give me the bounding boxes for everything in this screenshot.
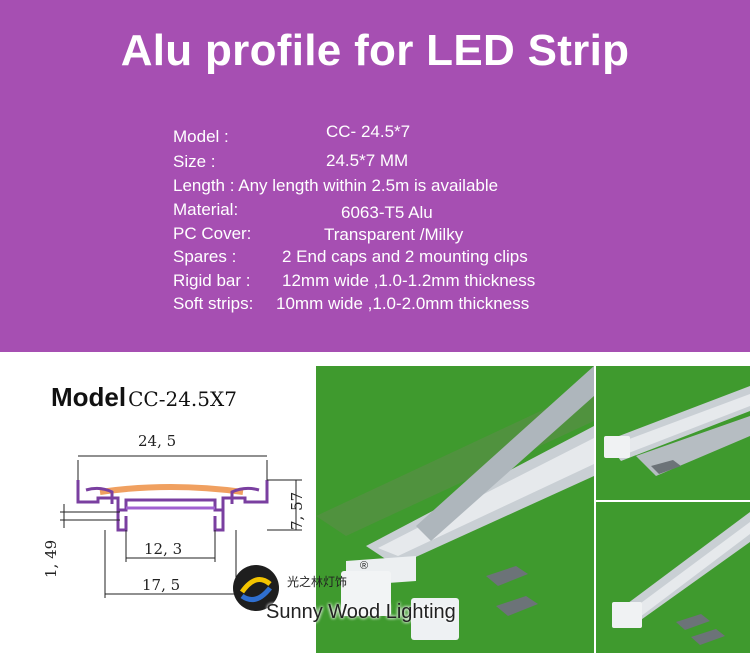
dim-left: 1, 49 [42, 540, 60, 578]
spec-spares: Spares : 2 End caps and 2 mounting clips [173, 247, 528, 267]
spec-model: Model : CC- 24.5*7 [173, 122, 410, 147]
registered-mark: ® [360, 560, 369, 572]
product-photo-main [316, 366, 594, 653]
spec-label: Model : [173, 127, 229, 146]
spec-label: Size : [173, 152, 216, 171]
spec-value: 24.5*7 MM [326, 151, 409, 170]
spec-size: Size : 24.5*7 MM [173, 151, 408, 172]
product-photo-bottom-right [596, 502, 750, 653]
spec-value: CC- 24.5*7 [326, 122, 411, 141]
spec-label: PC Cover: [173, 224, 252, 243]
spec-value: 12mm wide ,1.0-1.2mm thickness [282, 271, 536, 290]
spec-label: Rigid bar : [173, 271, 251, 290]
dim-top-width: 24, 5 [138, 432, 176, 450]
dim-bottom: 17, 5 [142, 576, 180, 594]
model-heading-label: Model [51, 382, 127, 412]
spec-value: 10mm wide ,1.0-2.0mm thickness [276, 294, 530, 313]
dim-inner: 12, 3 [144, 540, 182, 558]
dim-height: 7, 57 [288, 492, 306, 530]
title-banner: Alu profile for LED Strip [0, 0, 750, 352]
spec-rigid-bar: Rigid bar : 12mm wide ,1.0-1.2mm thickne… [173, 271, 535, 291]
spec-label: Soft strips: [173, 294, 254, 313]
spec-value: 6063-T5 Alu [341, 203, 433, 222]
brand-name-cn: 光之林灯饰 [287, 575, 348, 589]
spec-value: 2 End caps and 2 mounting clips [282, 247, 528, 266]
brand-logo-icon [233, 565, 279, 611]
spec-length: Length : Any length within 2.5m is avail… [173, 176, 498, 196]
spec-label: Spares : [173, 247, 237, 266]
spec-soft-strips: Soft strips: 10mm wide ,1.0-2.0mm thickn… [173, 294, 529, 314]
brand-name-en: Sunny Wood Lighting [266, 601, 456, 623]
spec-value: Transparent /Milky [324, 225, 464, 244]
spec-label: Length : Any length within 2.5m is avail… [173, 176, 499, 195]
spec-material: Material: 6063-T5 Alu [173, 200, 433, 222]
page-title: Alu profile for LED Strip [120, 26, 630, 75]
product-photo-top-right [596, 366, 750, 500]
cross-section-drawing: 24, 5 7, 57 1, 49 12, 3 17, 5 [42, 432, 306, 598]
spec-pc-cover: PC Cover: Transparent /Milky [173, 224, 463, 244]
model-code: CC-24.5X7 [128, 387, 237, 411]
spec-label: Material: [173, 200, 239, 219]
